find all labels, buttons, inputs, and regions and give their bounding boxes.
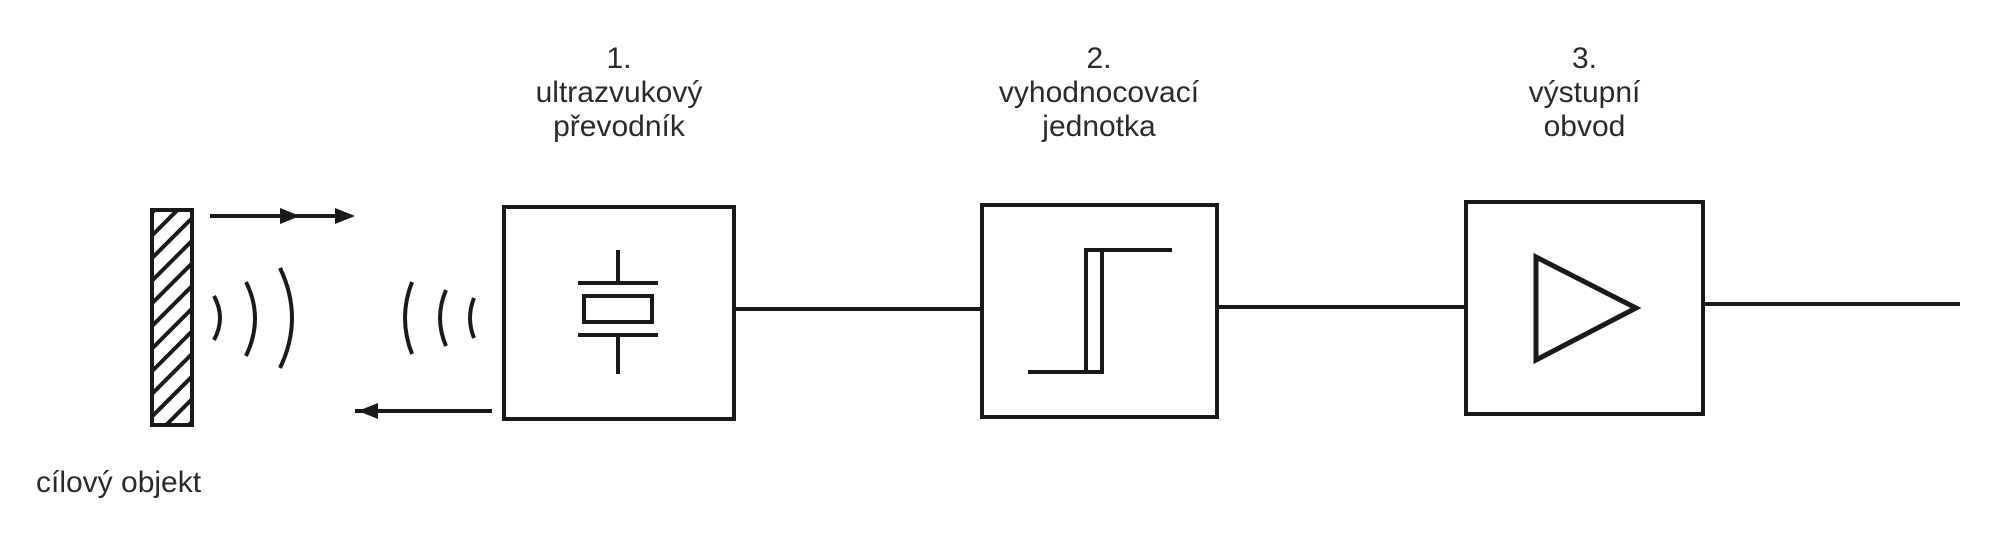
block-1-title-line1: ultrazvukový <box>535 76 703 109</box>
emitted-waves <box>403 281 476 355</box>
block-2-title-line1: vyhodnocovací <box>998 76 1200 109</box>
signal-lines <box>734 302 1960 311</box>
emit-arrow <box>210 208 355 224</box>
echo-arrow <box>355 403 492 419</box>
amplifier-triangle-icon <box>1533 252 1642 365</box>
target-object-wall <box>150 208 194 427</box>
block-3-title-line1: výstupní <box>1528 76 1641 109</box>
block-1-box <box>502 205 736 421</box>
block-2-label: 2. vyhodnocovací jednotka <box>944 42 1254 144</box>
block-2-box <box>980 203 1219 419</box>
block-1-label: 1. ultrazvukový převodník <box>504 42 734 144</box>
schmitt-trigger-icon <box>1028 248 1172 374</box>
reflected-waves <box>212 267 294 369</box>
block-2-number: 2. <box>1086 42 1112 75</box>
target-object-label: cílový objekt <box>36 466 202 499</box>
block-3-title-line2: obvod <box>1543 110 1626 143</box>
piezo-crystal-icon <box>578 250 658 374</box>
block-3-box <box>1464 200 1705 416</box>
block-2-title-line2: jednotka <box>1042 110 1156 143</box>
block-3-number: 3. <box>1571 42 1598 75</box>
block-3-label: 3. výstupní obvod <box>1466 42 1703 144</box>
block-1-title-line2: převodník <box>553 110 685 143</box>
block-1-number: 1. <box>606 42 632 75</box>
